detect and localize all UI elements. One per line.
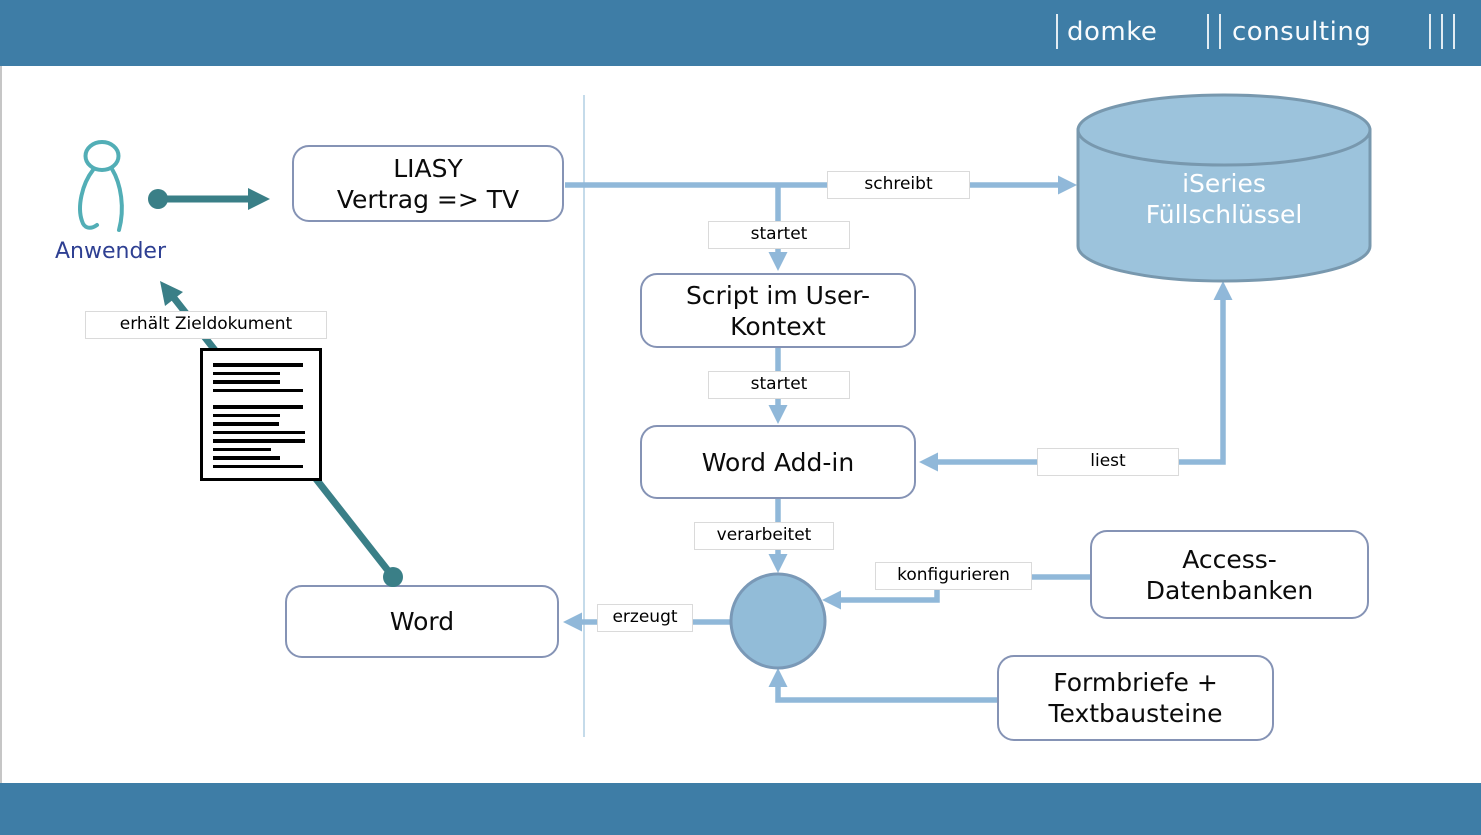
person-label: Anwender [55,239,167,264]
brand-separator-icon [1219,14,1221,49]
edge-label-verarbeitet: verarbeitet [694,522,834,550]
arrowhead-konfigurieren [822,590,841,610]
document-text-line [213,456,280,460]
arrowhead-startet2 [768,405,788,424]
brand-separator-icon [1207,14,1209,49]
node-liasy-line2: Vertrag => TV [336,184,520,214]
arrowhead-liest-left [919,452,938,472]
iseries-cylinder [1076,93,1372,283]
process-junction-circle [729,572,827,670]
node-formbriefe-line1: Formbriefe + [1053,668,1218,697]
header-bar: domke consulting [0,0,1481,66]
node-word: Word [285,585,559,658]
edge-formbriefe-line [775,685,997,703]
edge-label-erhaelt-zieldokument: erhält Zieldokument [85,311,327,339]
node-script-line2: Kontext [730,311,826,341]
edge-label-konfigurieren: konfigurieren [875,562,1032,590]
edge-label-erzeugt: erzeugt [597,604,693,632]
brand-separator-icon [1453,14,1455,49]
document-text-line [213,413,280,417]
edge-label-startet-2: startet [708,371,850,399]
node-access-datenbanken: Access- Datenbanken [1090,530,1369,619]
brand-name-left: domke [1067,17,1158,47]
node-word-label: Word [389,607,455,636]
document-text-line [213,363,303,367]
document-text-line [213,464,303,468]
node-liasy: LIASY Vertrag => TV [292,145,564,222]
arrowhead-liest-up [1213,281,1233,300]
left-edge-strip [0,0,2,783]
document-text-line [213,447,271,451]
document-text-line [213,430,305,434]
brand-separator-icon [1441,14,1443,49]
edge-label-schreibt: schreibt [827,171,970,199]
node-formbriefe-textbausteine: Formbriefe + Textbausteine [997,655,1274,741]
brand-separator-icon [1056,14,1058,49]
document-icon [200,348,322,481]
arrowhead-formbriefe [768,668,788,687]
node-access-line2: Datenbanken [1145,575,1314,605]
document-text-line [213,422,279,426]
node-access-line1: Access- [1182,544,1277,574]
document-text-line [213,439,305,443]
arrowhead-erzeugt [563,612,582,632]
node-word-addin-label: Word Add-in [701,447,855,477]
person-icon [78,140,124,232]
edge-liest-line [936,287,1226,465]
edge-anwender-start-dot [148,189,168,209]
document-icon-lines [213,363,319,468]
node-script-line1: Script im User- [685,280,871,310]
footer-bar [0,783,1481,835]
edge-label-liest: liest [1037,448,1179,476]
node-liasy-line1: LIASY [393,153,463,183]
document-text-line [213,388,303,392]
brand-separator-icon [1429,14,1431,49]
arrowhead-zieldokument [160,281,183,306]
iseries-line1: iSeries [1182,169,1266,198]
document-text-line [213,405,303,409]
arrowhead-verarbeitet [768,554,788,573]
arrowhead-anwender-liasy [248,188,270,210]
node-script-im-user-kontext: Script im User- Kontext [640,273,916,348]
edge-label-startet-1: startet [708,221,850,249]
iseries-line2: Füllschlüssel [1145,200,1303,229]
document-text-line [213,371,280,375]
arrowhead-schreibt [1058,175,1077,195]
node-word-addin: Word Add-in [640,425,916,499]
iseries-cylinder-label: iSeries Füllschlüssel [1076,168,1372,230]
node-formbriefe-line2: Textbausteine [1048,699,1223,728]
document-text-line [213,380,280,384]
arrowhead-startet1 [768,252,788,271]
brand-name-right: consulting [1232,17,1372,47]
